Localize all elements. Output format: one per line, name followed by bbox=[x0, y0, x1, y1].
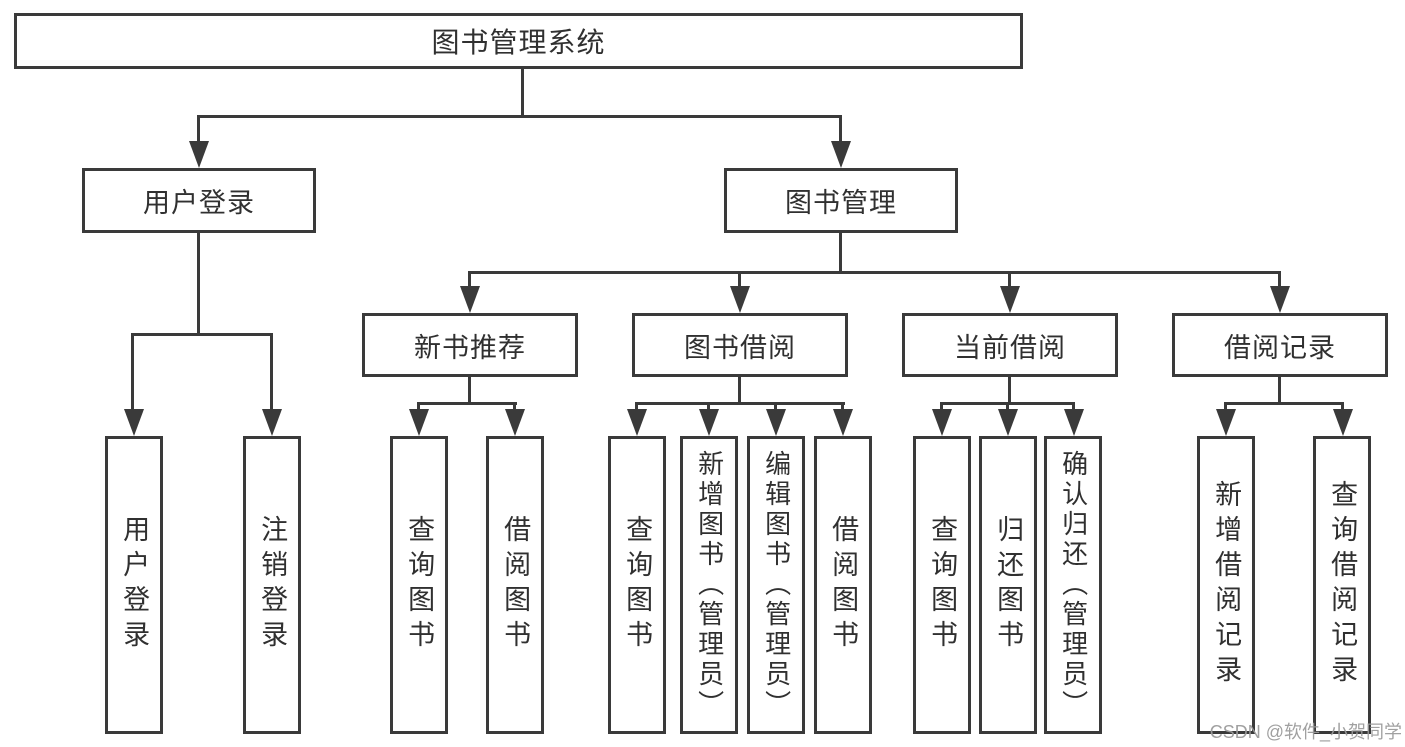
leaf-query-books-borrow-label: 查询图书 bbox=[622, 515, 653, 655]
connector-vline bbox=[1278, 271, 1281, 290]
arrow-down-icon bbox=[460, 286, 480, 313]
leaf-add-book-admin: 新增图书（管理员） bbox=[680, 436, 738, 734]
arrow-down-icon bbox=[262, 409, 282, 436]
leaf-return-book-label: 归还图书 bbox=[993, 515, 1024, 655]
connector-vline bbox=[774, 402, 777, 413]
connector-hline bbox=[197, 115, 842, 118]
node-library-system: 图书管理系统 bbox=[14, 13, 1023, 69]
node-book-management: 图书管理 bbox=[724, 168, 958, 233]
arrow-down-icon bbox=[1064, 409, 1084, 436]
leaf-return-book: 归还图书 bbox=[979, 436, 1037, 734]
connector-hline bbox=[131, 333, 273, 336]
leaf-query-books-newrec-label: 查询图书 bbox=[404, 515, 435, 655]
connector-vline bbox=[468, 377, 471, 404]
arrow-down-icon bbox=[627, 409, 647, 436]
node-current-borrowing-label: 当前借阅 bbox=[954, 332, 1066, 363]
connector-vline bbox=[513, 402, 516, 413]
arrow-down-icon bbox=[1333, 409, 1353, 436]
node-user-login-label: 用户登录 bbox=[143, 188, 255, 218]
connector-vline bbox=[1224, 402, 1227, 413]
node-book-borrowing-label: 图书借阅 bbox=[684, 332, 796, 363]
leaf-borrow-books-newrec: 借阅图书 bbox=[486, 436, 544, 734]
leaf-add-borrow-record: 新增借阅记录 bbox=[1197, 436, 1255, 734]
connector-vline bbox=[1006, 402, 1009, 413]
arrow-down-icon bbox=[831, 141, 851, 168]
connector-vline bbox=[841, 402, 844, 413]
connector-vline bbox=[270, 333, 273, 412]
leaf-query-borrow-record: 查询借阅记录 bbox=[1313, 436, 1371, 734]
leaf-confirm-return-admin-label: 确认归还（管理员） bbox=[1058, 450, 1089, 720]
connector-hline bbox=[417, 402, 517, 405]
arrow-down-icon bbox=[1000, 286, 1020, 313]
node-borrowing-records: 借阅记录 bbox=[1172, 313, 1388, 377]
leaf-logout: 注销登录 bbox=[243, 436, 301, 734]
leaf-query-books-newrec: 查询图书 bbox=[390, 436, 448, 734]
arrow-down-icon bbox=[505, 409, 525, 436]
leaf-add-book-admin-label: 新增图书（管理员） bbox=[694, 450, 725, 720]
leaf-logout-label: 注销登录 bbox=[257, 515, 288, 655]
leaf-user-login: 用户登录 bbox=[105, 436, 163, 734]
connector-vline bbox=[738, 271, 741, 290]
connector-vline bbox=[197, 233, 200, 335]
node-new-book-recommend-label: 新书推荐 bbox=[414, 332, 526, 363]
connector-vline bbox=[197, 115, 200, 143]
node-book-borrowing: 图书借阅 bbox=[632, 313, 848, 377]
leaf-query-books-borrow: 查询图书 bbox=[608, 436, 666, 734]
leaf-edit-book-admin: 编辑图书（管理员） bbox=[747, 436, 805, 734]
connector-hline bbox=[468, 271, 1281, 274]
connector-vline bbox=[707, 402, 710, 413]
connector-vline bbox=[131, 333, 134, 412]
leaf-borrow-books-borrow-label: 借阅图书 bbox=[828, 515, 859, 655]
connector-vline bbox=[468, 271, 471, 290]
arrow-down-icon bbox=[699, 409, 719, 436]
leaf-user-login-label: 用户登录 bbox=[119, 515, 150, 655]
connector-vline bbox=[940, 402, 943, 413]
leaf-query-books-current: 查询图书 bbox=[913, 436, 971, 734]
node-book-management-label: 图书管理 bbox=[785, 188, 897, 218]
node-new-book-recommend: 新书推荐 bbox=[362, 313, 578, 377]
arrow-down-icon bbox=[833, 409, 853, 436]
leaf-query-books-current-label: 查询图书 bbox=[927, 515, 958, 655]
connector-vline bbox=[1008, 271, 1011, 290]
connector-hline bbox=[635, 402, 845, 405]
leaf-edit-book-admin-label: 编辑图书（管理员） bbox=[761, 450, 792, 720]
node-current-borrowing: 当前借阅 bbox=[902, 313, 1118, 377]
leaf-query-borrow-record-label: 查询借阅记录 bbox=[1327, 480, 1358, 690]
arrow-down-icon bbox=[766, 409, 786, 436]
connector-vline bbox=[417, 402, 420, 413]
connector-hline bbox=[1224, 402, 1344, 405]
connector-vline bbox=[1341, 402, 1344, 413]
node-library-system-label: 图书管理系统 bbox=[431, 27, 606, 58]
arrow-down-icon bbox=[998, 409, 1018, 436]
leaf-confirm-return-admin: 确认归还（管理员） bbox=[1044, 436, 1102, 734]
connector-vline bbox=[839, 115, 842, 143]
arrow-down-icon bbox=[1216, 409, 1236, 436]
connector-vline bbox=[1008, 377, 1011, 404]
leaf-borrow-books-borrow: 借阅图书 bbox=[814, 436, 872, 734]
arrow-down-icon bbox=[189, 141, 209, 168]
arrow-down-icon bbox=[932, 409, 952, 436]
leaf-borrow-books-newrec-label: 借阅图书 bbox=[500, 515, 531, 655]
node-user-login: 用户登录 bbox=[82, 168, 316, 233]
connector-vline bbox=[1278, 377, 1281, 404]
connector-vline bbox=[1072, 402, 1075, 413]
csdn-watermark: CSDN @软件_小贺同学 bbox=[1209, 722, 1402, 742]
arrow-down-icon bbox=[124, 409, 144, 436]
connector-vline bbox=[839, 233, 842, 273]
node-borrowing-records-label: 借阅记录 bbox=[1224, 332, 1336, 363]
connector-vline bbox=[738, 377, 741, 404]
connector-vline bbox=[635, 402, 638, 413]
arrow-down-icon bbox=[1270, 286, 1290, 313]
leaf-add-borrow-record-label: 新增借阅记录 bbox=[1211, 480, 1242, 690]
arrow-down-icon bbox=[730, 286, 750, 313]
connector-vline bbox=[521, 69, 524, 117]
arrow-down-icon bbox=[409, 409, 429, 436]
